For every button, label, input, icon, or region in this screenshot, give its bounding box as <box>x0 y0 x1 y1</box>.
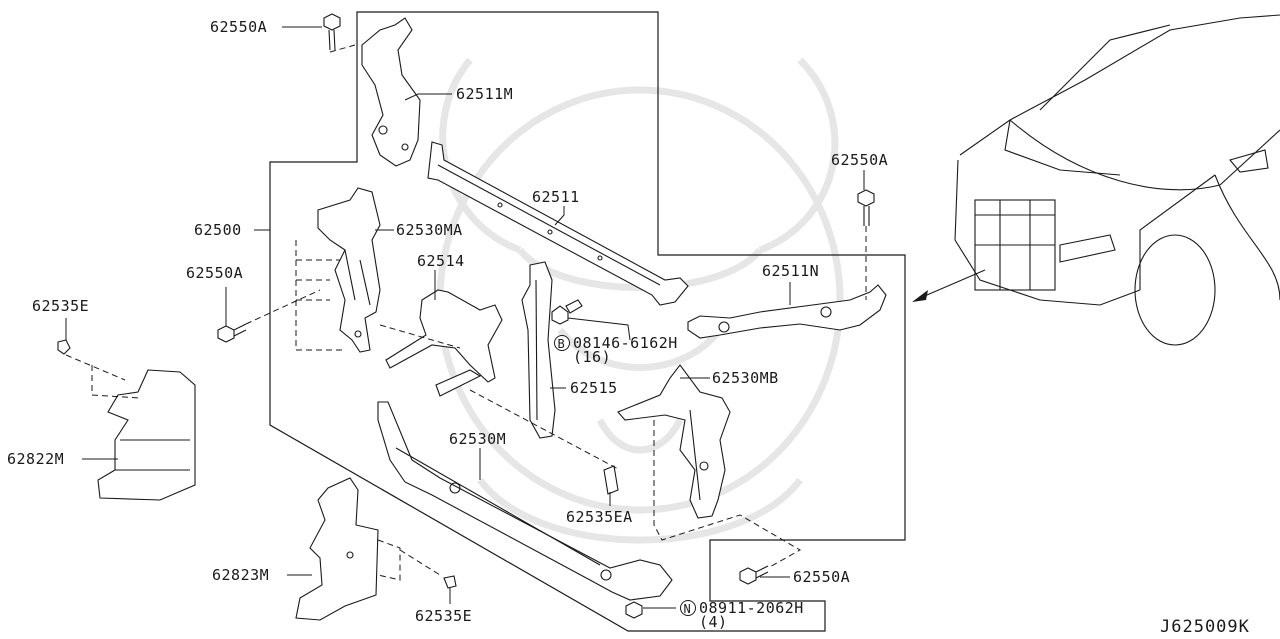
label-bolt-b-qty: (16) <box>573 348 611 366</box>
label-08911-2062H: 08911-2062H <box>699 599 804 617</box>
right-mount <box>687 284 887 339</box>
label-62511N: 62511N <box>762 262 819 280</box>
b-symbol: B <box>558 337 566 351</box>
label-62514: 62514 <box>417 252 465 270</box>
vehicle-sketch <box>954 14 1280 346</box>
label-08146-6162H: 08146-6162H <box>573 334 678 352</box>
label-62550A-bottom: 62550A <box>793 568 850 586</box>
label-62511: 62511 <box>532 188 580 206</box>
lower-cross-member <box>377 401 673 601</box>
lower-air-guide <box>295 477 379 621</box>
label-62530MA: 62530MA <box>396 221 463 239</box>
center-clip <box>603 465 619 495</box>
n-symbol-circle <box>680 600 696 616</box>
bracket <box>385 289 503 397</box>
callout-nut-n: N 08911-2062H (4) <box>680 599 804 631</box>
nut-n <box>625 601 643 619</box>
watermark <box>436 57 844 544</box>
b-symbol-circle <box>554 335 570 351</box>
right-side-support <box>617 364 731 519</box>
label-62822M: 62822M <box>7 450 64 468</box>
assembly-frame <box>269 11 906 632</box>
upper-left-mount <box>361 17 421 167</box>
bolt-left <box>217 323 247 343</box>
callout-bolt-b: B 08146-6162H (16) <box>554 334 678 366</box>
bolt-top <box>323 13 341 51</box>
reference-code: J625009K <box>1160 617 1250 637</box>
label-62530MB: 62530MB <box>712 369 779 387</box>
bolt-b <box>551 299 583 325</box>
label-62550A-right: 62550A <box>831 151 888 169</box>
stay <box>521 261 556 439</box>
label-62535E-lower: 62535E <box>415 607 472 625</box>
label-62535EA: 62535EA <box>566 508 633 526</box>
bolt-bottom-right <box>739 565 769 585</box>
clip-lower <box>443 575 457 589</box>
label-62515: 62515 <box>570 379 618 397</box>
bolt-right-top <box>857 189 875 226</box>
label-62511M: 62511M <box>456 85 513 103</box>
label-62500: 62500 <box>194 221 242 239</box>
upper-cross-member <box>427 141 689 306</box>
left-side-support <box>317 187 381 353</box>
n-symbol: N <box>684 602 692 616</box>
assembly-guides <box>65 44 867 581</box>
label-62550A-top: 62550A <box>210 18 267 36</box>
label-62535E-left: 62535E <box>32 297 89 315</box>
clip-left <box>57 339 71 355</box>
label-62823M: 62823M <box>212 566 269 584</box>
leader-lines <box>65 26 865 609</box>
label-62550A-left: 62550A <box>186 264 243 282</box>
label-62530M: 62530M <box>449 430 506 448</box>
label-nut-n-qty: (4) <box>699 613 728 631</box>
left-air-guide <box>97 369 196 501</box>
direction-arrow <box>912 269 986 302</box>
